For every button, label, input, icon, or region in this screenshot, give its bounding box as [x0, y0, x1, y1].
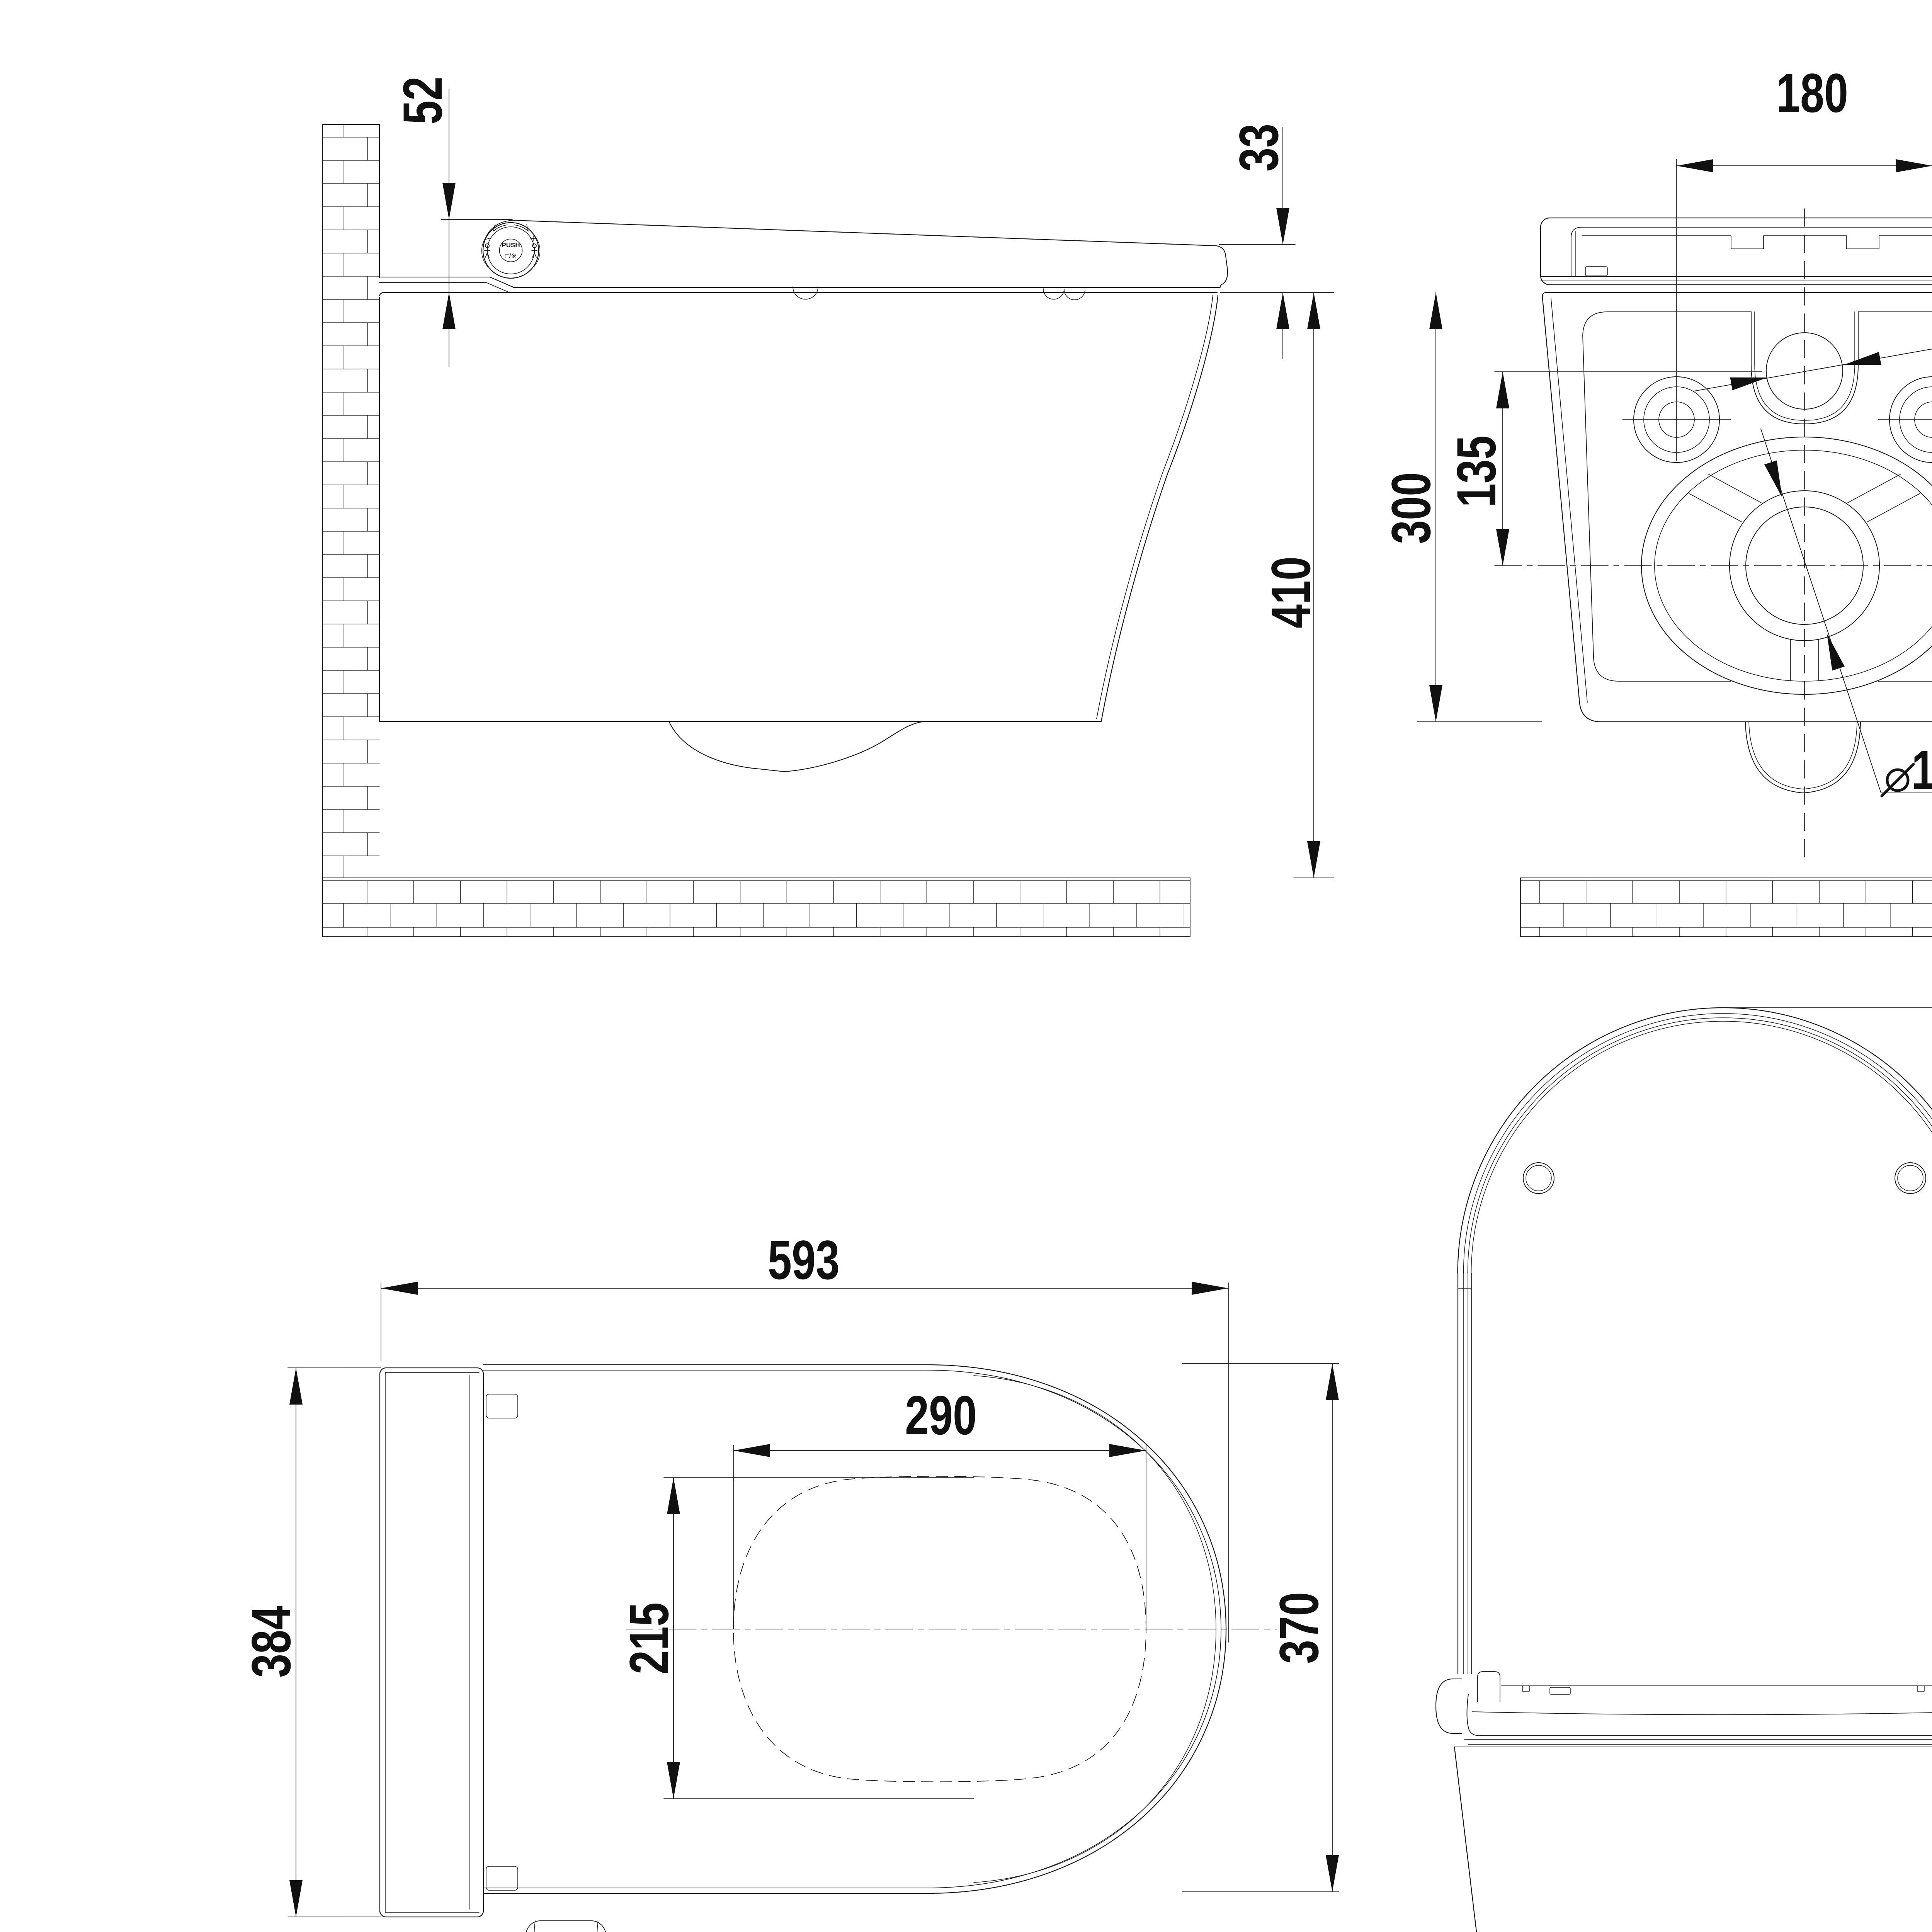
svg-text:52: 52: [392, 77, 454, 124]
svg-text:290: 290: [905, 1385, 977, 1446]
svg-text:180: 180: [1776, 63, 1848, 124]
svg-text:384: 384: [241, 1606, 302, 1678]
svg-text:593: 593: [768, 1230, 840, 1291]
svg-text:102: 102: [1912, 740, 1932, 801]
svg-text:410: 410: [1260, 556, 1322, 628]
svg-text:215: 215: [619, 1602, 680, 1674]
svg-text:33: 33: [1228, 124, 1290, 172]
svg-text:□/※: □/※: [505, 252, 516, 260]
svg-text:370: 370: [1269, 1592, 1330, 1664]
svg-text:PUSH: PUSH: [502, 242, 520, 249]
svg-text:135: 135: [1446, 435, 1507, 507]
svg-text:300: 300: [1381, 472, 1442, 544]
